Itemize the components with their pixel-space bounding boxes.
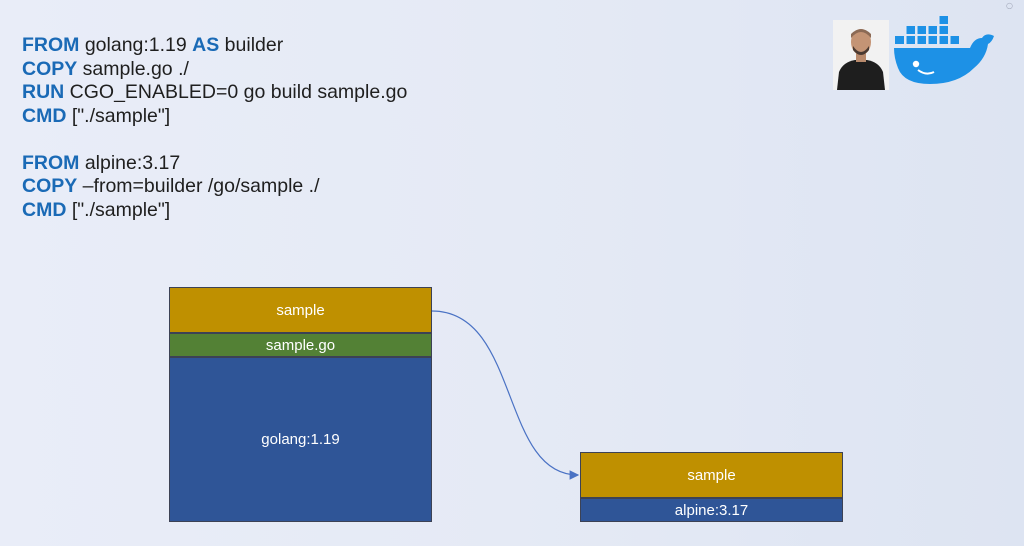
builder-layer-golang-base: golang:1.19 [169,357,432,522]
dockerfile-code: FROM golang:1.19 AS builder COPY sample.… [22,34,407,222]
code-line-run-build: RUN CGO_ENABLED=0 go build sample.go [22,81,408,103]
final-layer-sample: sample [580,452,843,498]
keyword: FROM [22,151,80,174]
builder-layer-sample: sample [169,287,432,333]
presenter-avatar [833,20,889,90]
code-line-from-golang: FROM golang:1.19 AS builder [22,34,284,56]
keyword: CMD [22,198,67,221]
code-line-copy-source: COPY sample.go ./ [22,57,189,80]
code-line-from-alpine: FROM alpine:3.17 [22,151,181,174]
keyword: COPY [22,175,78,197]
keyword: FROM [22,34,80,56]
code-line-cmd-builder: CMD ["./sample"] [22,104,171,127]
presenter-avatar-icon [833,20,889,90]
keyword: RUN [22,81,65,103]
keyword: CMD [22,104,67,127]
code-line-cmd-final: CMD ["./sample"] [22,198,171,221]
code-line-copy-from-builder: COPY –from=builder /go/sample ./ [22,175,320,197]
keyword: COPY [22,57,78,80]
builder-layer-sample-go: sample.go [169,333,432,357]
docker-whale-icon [894,12,1000,92]
final-layer-alpine-base: alpine:3.17 [580,498,843,522]
corner-indicator-icon: ○ [1006,1,1013,10]
keyword: AS [192,34,220,56]
